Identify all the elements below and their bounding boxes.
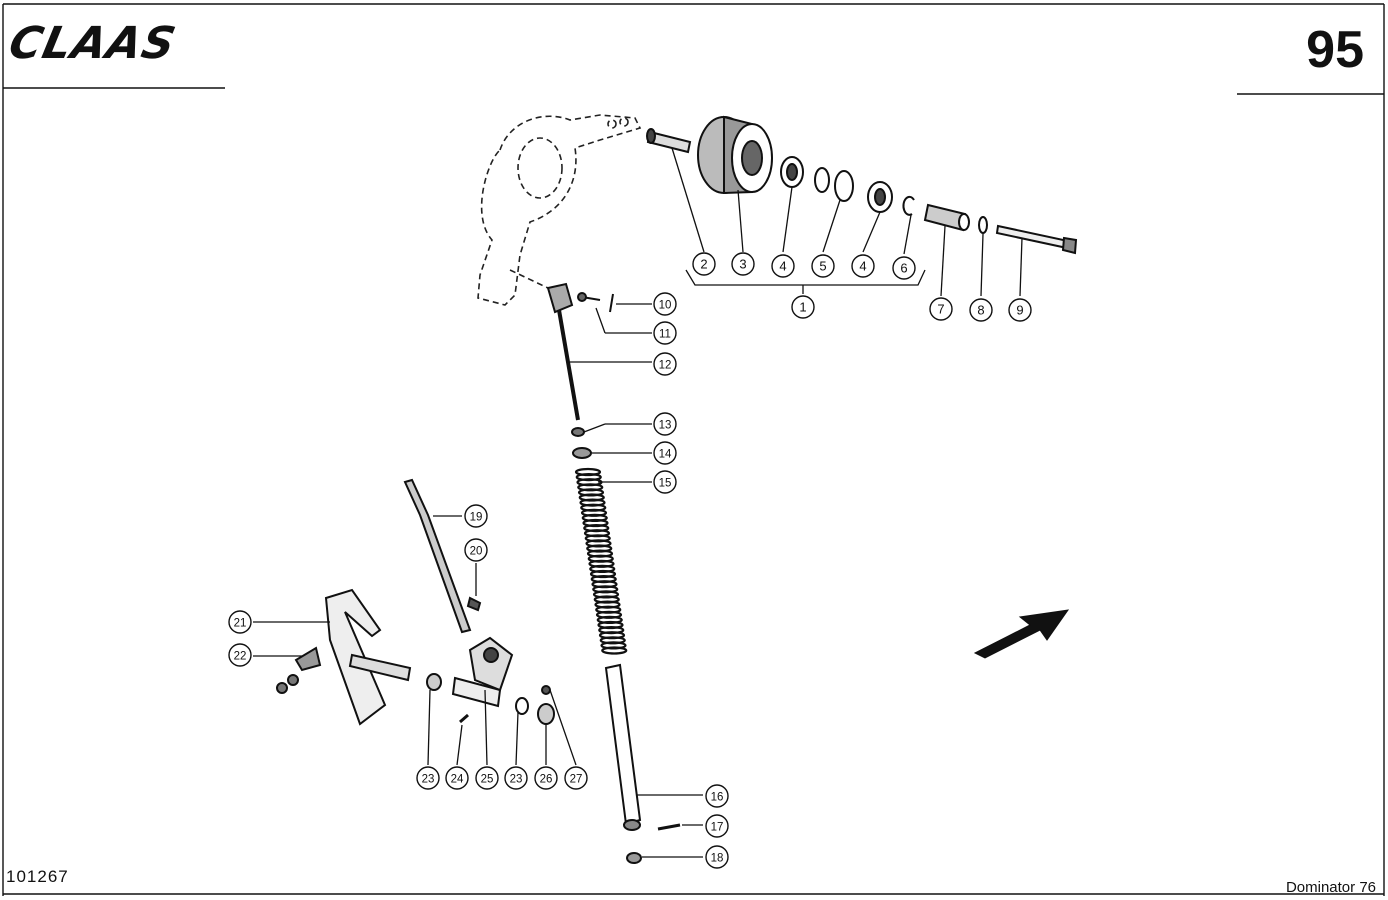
callout-23: 23 — [416, 766, 440, 790]
model-label: Dominator 76 — [1285, 879, 1376, 896]
callout-16: 16 — [705, 784, 729, 808]
callout-2: 2 — [692, 252, 716, 276]
callout-label: 12 — [659, 360, 672, 372]
callout-4: 4 — [771, 254, 795, 278]
callout-label: 4 — [779, 259, 786, 274]
callout-11: 11 — [653, 321, 677, 345]
callout-label: 8 — [977, 303, 984, 318]
leader-lines — [253, 147, 1023, 858]
callout-22: 22 — [228, 643, 252, 667]
callout-23: 23 — [504, 766, 528, 790]
tension-rod-assembly — [546, 282, 681, 864]
callout-label: 10 — [659, 300, 672, 312]
callout-17: 17 — [705, 814, 729, 838]
callout-4: 4 — [851, 254, 875, 278]
callout-18: 18 — [705, 845, 729, 869]
callout-21: 21 — [228, 610, 252, 634]
callout-label: 22 — [234, 651, 247, 663]
callout-label: 11 — [659, 329, 671, 341]
callout-label: 19 — [470, 512, 483, 524]
callout-label: 2 — [700, 257, 707, 272]
callout-26: 26 — [534, 766, 558, 790]
callout-25: 25 — [475, 766, 499, 790]
mounting-arm-dashed — [477, 114, 642, 306]
callout-1: 1 — [791, 295, 815, 319]
idler-pulley-assembly — [646, 115, 1078, 255]
callout-label: 14 — [659, 449, 672, 461]
callout-3: 3 — [731, 252, 755, 276]
callout-24: 24 — [445, 766, 469, 790]
direction-arrow-icon — [973, 609, 1070, 659]
callout-label: 5 — [819, 259, 826, 274]
callout-14: 14 — [653, 441, 677, 465]
callout-label: 4 — [859, 259, 866, 274]
callout-20: 20 — [464, 538, 488, 562]
callout-10: 10 — [653, 292, 677, 316]
callout-label: 25 — [481, 774, 494, 786]
callout-13: 13 — [653, 412, 677, 436]
callout-9: 9 — [1008, 298, 1032, 322]
callout-label: 7 — [937, 302, 944, 317]
callout-label: 13 — [659, 420, 672, 432]
callout-27: 27 — [564, 766, 588, 790]
callout-12: 12 — [653, 352, 677, 376]
callout-label: 26 — [540, 774, 553, 786]
callout-label: 6 — [900, 261, 907, 276]
callout-6: 6 — [892, 256, 916, 280]
callout-label: 9 — [1016, 303, 1023, 318]
drawing-number: 101267 — [6, 867, 69, 886]
frame-lines — [2, 3, 1385, 896]
callout-label: 16 — [711, 792, 724, 804]
callout-label: 1 — [799, 300, 806, 315]
callout-label: 20 — [470, 546, 483, 558]
callout-label: 3 — [739, 257, 746, 272]
callout-5: 5 — [811, 254, 835, 278]
callout-8: 8 — [969, 298, 993, 322]
callout-19: 19 — [464, 504, 488, 528]
callout-label: 24 — [451, 774, 464, 786]
callout-7: 7 — [929, 297, 953, 321]
callout-label: 17 — [711, 822, 724, 834]
callout-label: 18 — [711, 853, 724, 865]
callout-label: 23 — [422, 774, 435, 786]
spring-coil — [601, 646, 628, 655]
callout-label: 23 — [510, 774, 523, 786]
callout-label: 15 — [659, 478, 672, 490]
callout-label: 21 — [234, 618, 247, 630]
callout-15: 15 — [653, 470, 677, 494]
page-number: 95 — [1306, 21, 1364, 79]
callout-label: 27 — [570, 774, 583, 786]
lower-bracket-assembly — [276, 478, 555, 726]
